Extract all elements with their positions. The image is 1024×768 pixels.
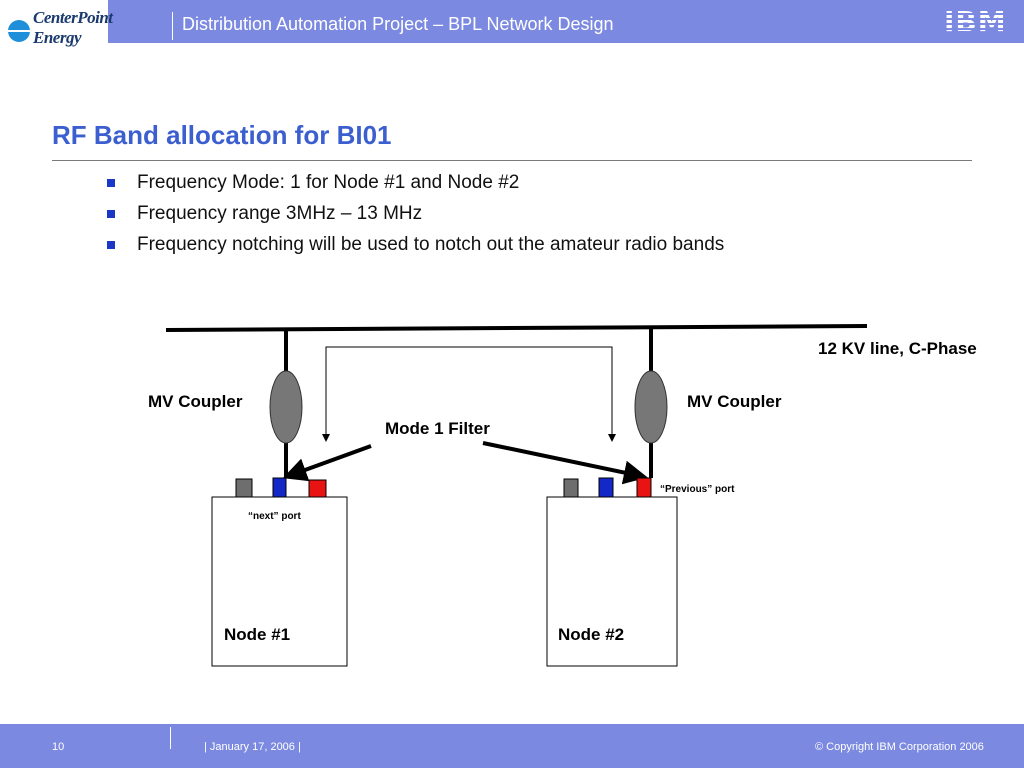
node1-port-blue: [272, 477, 287, 498]
footer-divider: [170, 727, 171, 749]
footer-date: | January 17, 2006 |: [204, 741, 301, 753]
node2-port-gray: [563, 478, 579, 498]
filter-arrow-left: [282, 444, 372, 482]
node1-port-red: [308, 479, 327, 498]
ibm-logo: IBM: [944, 5, 1007, 38]
bullet-item: Frequency range 3MHz – 13 MHz: [105, 201, 724, 232]
bullet-item: Frequency notching will be used to notch…: [105, 232, 724, 263]
bullet-text: Frequency Mode: 1 for Node #1 and Node #…: [137, 172, 520, 193]
header-title: Distribution Automation Project – BPL Ne…: [182, 14, 614, 34]
node2-port-red: [636, 477, 652, 498]
filter-label: Mode 1 Filter: [385, 419, 490, 438]
node1-port-gray: [235, 478, 253, 498]
page-number: 10: [52, 741, 65, 753]
coupler-left-label: MV Coupler: [148, 392, 243, 411]
line-label: 12 KV line, C-Phase: [818, 339, 977, 358]
slide-title: RF Band allocation for BI01: [52, 120, 392, 150]
header-divider: [172, 12, 173, 40]
title-rule: [52, 160, 972, 161]
next-port-label: “next” port: [248, 511, 301, 522]
previous-port-label: “Previous” port: [660, 484, 735, 495]
filter-arrow-right: [482, 441, 648, 485]
mv-coupler-right: [634, 370, 668, 444]
bullet-list: Frequency Mode: 1 for Node #1 and Node #…: [105, 170, 724, 263]
bullet-text: Frequency notching will be used to notch…: [137, 234, 725, 255]
node2-label: Node #2: [558, 625, 625, 644]
filter-bracket: [325, 346, 616, 442]
footer-copyright: © Copyright IBM Corporation 2006: [815, 741, 984, 753]
node1-label: Node #1: [224, 625, 291, 644]
bullet-text: Frequency range 3MHz – 13 MHz: [137, 203, 423, 224]
coupler-right-label: MV Coupler: [687, 392, 782, 411]
bullet-item: Frequency Mode: 1 for Node #1 and Node #…: [105, 170, 724, 201]
power-line-12kv: [165, 324, 868, 332]
mv-coupler-left: [269, 370, 303, 444]
node2-port-blue: [598, 477, 614, 498]
bullet-square-icon: [107, 210, 115, 218]
node2-box: [546, 496, 678, 667]
header-band: [108, 0, 1024, 43]
bullet-square-icon: [107, 179, 115, 187]
logo-circle-icon: [8, 20, 30, 42]
logo-text-line2: Energy: [33, 28, 82, 47]
logo-text-line1: CenterPoint: [33, 8, 113, 27]
bullet-square-icon: [107, 241, 115, 249]
centerpoint-energy-logo: CenterPoint Energy: [6, 6, 113, 56]
